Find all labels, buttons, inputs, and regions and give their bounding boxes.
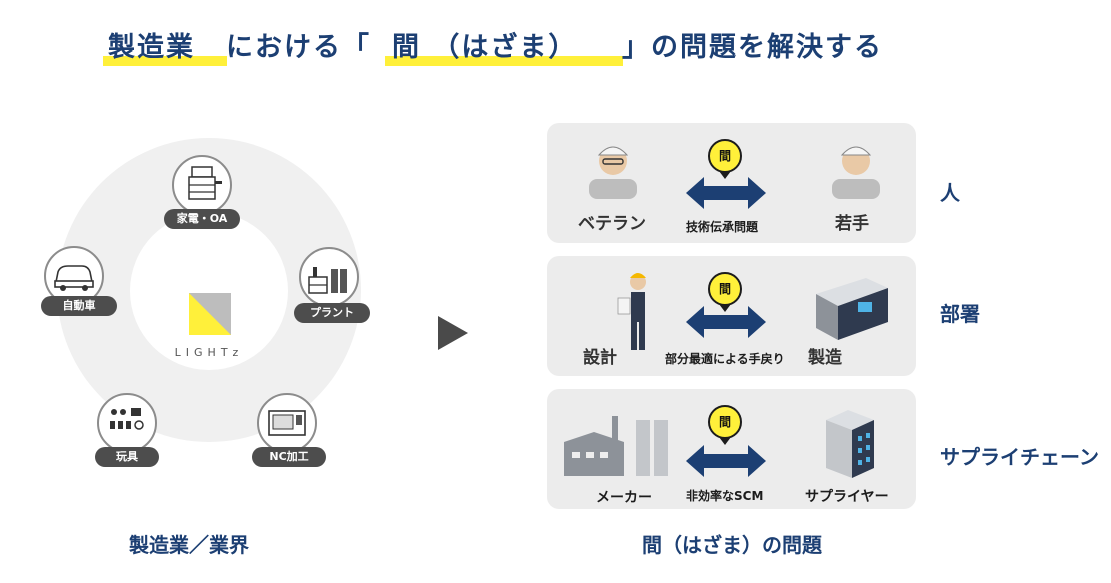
right-caption: 間（はざま）の問題 <box>642 533 822 557</box>
node-label: プラント <box>294 303 370 323</box>
title-part: における「 <box>226 32 371 63</box>
lightz-logo-icon <box>189 293 231 335</box>
row-side-label: 部署 <box>940 302 980 326</box>
row-middle-label: 部分最適による手戻り <box>665 352 785 366</box>
gap-bubble: 間 <box>708 272 742 306</box>
row-left-label: メーカー <box>596 490 652 506</box>
toy-panel-icon <box>110 408 144 430</box>
node-label: 玩具 <box>95 447 159 467</box>
factory-machine-icon <box>816 278 888 340</box>
node-label: NC加工 <box>252 447 326 467</box>
designer-icon <box>617 273 646 350</box>
gap-bubble-tail <box>719 304 731 312</box>
nc-machine-icon <box>268 410 306 436</box>
maker-factory-icon <box>564 416 668 476</box>
title-part: 製造業 <box>108 32 195 63</box>
node-label: 家電・OA <box>164 209 240 229</box>
row-middle-label: 技術伝承問題 <box>686 220 759 234</box>
double-arrow-icon <box>686 445 766 477</box>
title-highlight <box>103 56 227 66</box>
node-appliance <box>172 155 232 215</box>
node-plant <box>299 247 359 307</box>
veteran-icon <box>589 146 637 199</box>
copier-icon <box>188 166 222 200</box>
title-part: 」の問題を解決する <box>622 32 883 63</box>
row-right-label: 若手 <box>835 214 869 234</box>
gap-bubble: 間 <box>708 139 742 173</box>
gap-bubble-tail <box>719 437 731 445</box>
title-highlight <box>385 56 623 66</box>
gap-bubble: 間 <box>708 405 742 439</box>
row-right-label: 製造 <box>808 348 842 368</box>
node-toy <box>97 393 157 453</box>
row-side-label: 人 <box>940 181 960 205</box>
node-label: 自動車 <box>41 296 117 316</box>
page-title: 製造業 における「 間 （はざま） 」の問題を解決する <box>0 28 1111 78</box>
double-arrow-icon <box>686 306 766 338</box>
title-part: 間 （はざま） <box>392 32 578 63</box>
plant-icon <box>308 267 347 294</box>
left-caption: 製造業／業界 <box>129 533 249 557</box>
row-side-label: サプライチェーン <box>940 445 1099 469</box>
row-middle-label: 非効率なSCM <box>686 489 764 503</box>
row-left-label: 設計 <box>583 348 617 368</box>
supplier-building-icon <box>826 410 874 478</box>
young-worker-icon <box>832 146 880 199</box>
node-nc <box>257 393 317 453</box>
row-right-label: サプライヤー <box>805 489 889 505</box>
logo-circle <box>130 212 288 370</box>
logo-text: LIGHTz <box>174 346 244 359</box>
play-arrow-icon <box>438 316 468 350</box>
double-arrow-icon <box>686 177 766 209</box>
gap-bubble-tail <box>719 171 731 179</box>
row-left-label: ベテラン <box>578 214 646 234</box>
car-icon <box>54 265 94 291</box>
